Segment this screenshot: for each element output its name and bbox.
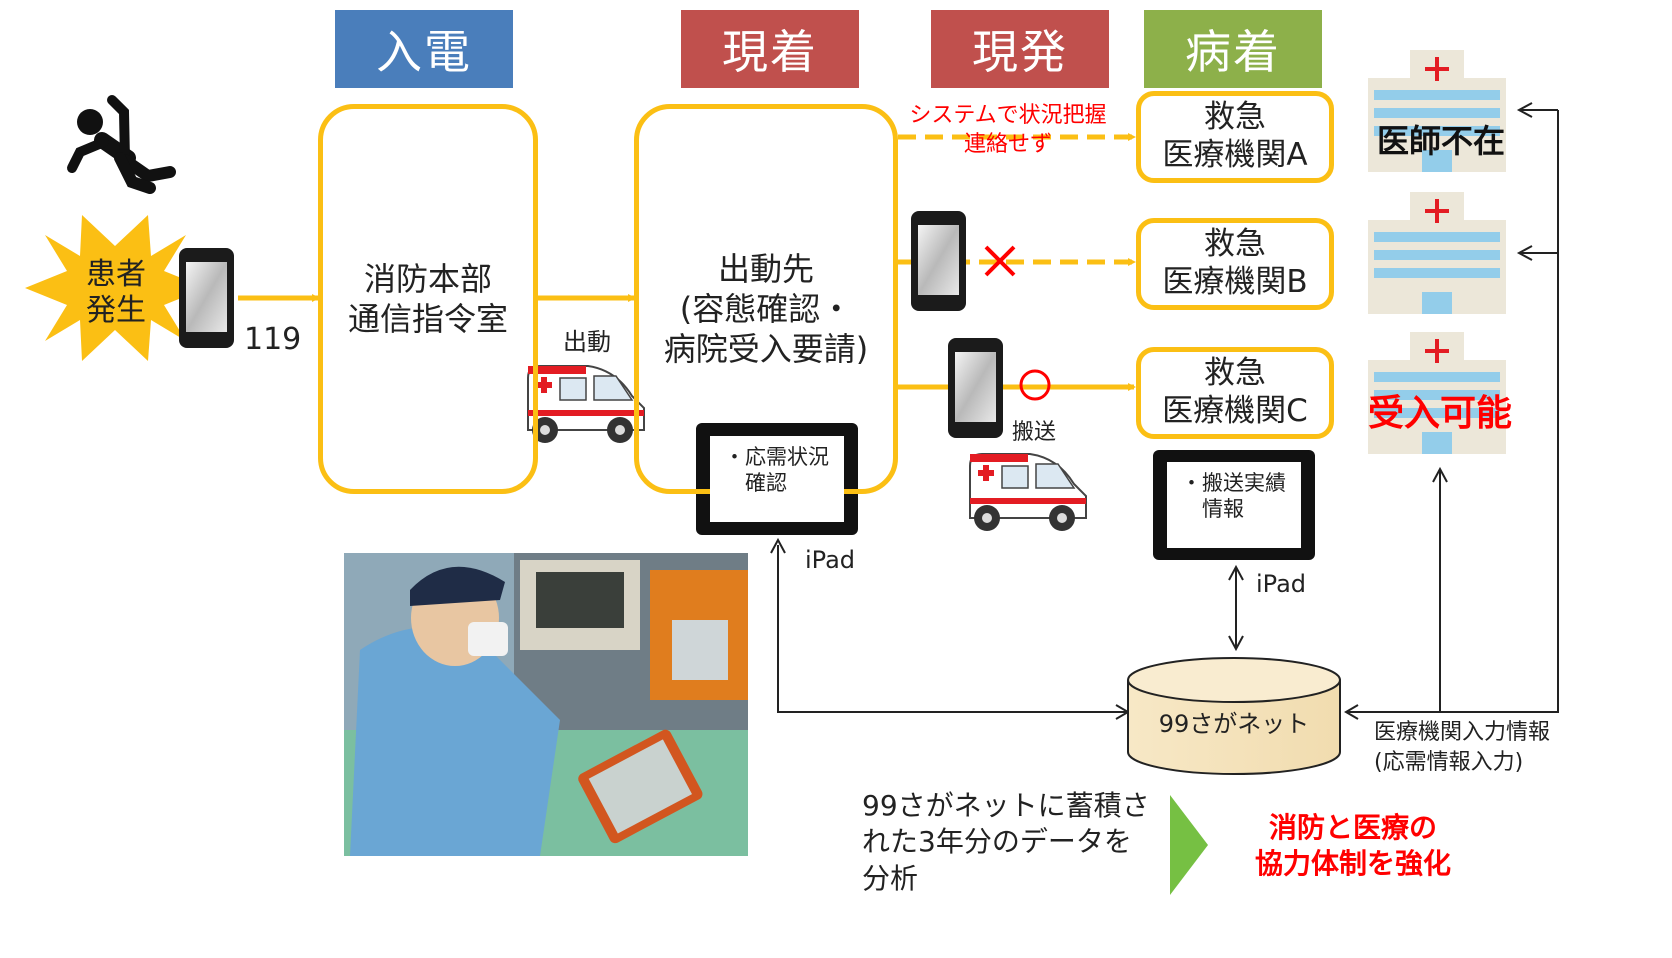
smartphone-icon <box>911 211 966 311</box>
connector-hospitals-db <box>1346 110 1559 713</box>
smartphone-icon <box>948 338 1003 438</box>
falling-person-icon <box>67 95 176 194</box>
hospital-c-status: 受入可能 <box>1367 393 1512 434</box>
conclusion-text: 消防と医療の 協力体制を強化 <box>1254 811 1451 881</box>
tablet-left-screen: ・応需状況 確認 <box>710 436 844 522</box>
ambulance-icon <box>969 453 1087 531</box>
hq-box: 消防本部 通信指令室 <box>318 104 538 494</box>
data-connectors <box>770 102 1559 720</box>
chevron-right-icon <box>1170 795 1208 895</box>
circle-ok-icon <box>1019 369 1051 401</box>
hq-label: 消防本部 通信指令室 <box>347 260 508 338</box>
hospital-a-status: 医師不在 <box>1376 122 1505 160</box>
hospital-b-box: 救急 医療機関B <box>1136 218 1334 310</box>
patient-label: 患者 発生 <box>86 257 146 328</box>
patient-starburst <box>25 215 206 361</box>
hospital-c-box: 救急 医療機関C <box>1136 347 1334 439</box>
phase-header-departure: 現発 <box>931 10 1109 88</box>
hospital-b-label: 救急 医療機関B <box>1162 226 1308 300</box>
hospital-c-label: 救急 医療機関C <box>1162 355 1308 429</box>
phase-header-call: 入電 <box>335 10 513 88</box>
hospital-building-icon <box>1368 50 1506 172</box>
tablet-right-caption: iPad <box>1256 570 1307 598</box>
tablet-right-screen: ・搬送実績 情報 <box>1167 462 1301 548</box>
database-icon <box>1127 657 1341 775</box>
hospital-a-box: 救急 医療機関A <box>1136 91 1334 183</box>
hospital-input-label: 医療機関入力情報 (応需情報入力) <box>1374 720 1551 775</box>
dispatch-label: 出動 <box>563 328 611 356</box>
phase-header-hospital: 病着 <box>1144 10 1322 88</box>
transport-label: 搬送 <box>1012 420 1057 445</box>
x-mark-icon <box>984 245 1016 277</box>
scene-label: 出動先 (容態確認・ 病院受入要請) <box>663 250 869 368</box>
database-label: 99さがネット <box>1158 710 1310 738</box>
analysis-text: 99さがネットに蓄積さ れた3年分のデータを 分析 <box>862 789 1150 895</box>
system-note: システムで状況把握 連絡せず <box>909 103 1107 157</box>
hospital-building-icon <box>1368 332 1506 454</box>
ambulance-icon <box>527 365 645 443</box>
hospital-a-label: 救急 医療機関A <box>1162 99 1308 173</box>
tablet-left-caption: iPad <box>805 546 856 574</box>
phase-header-arrival: 現着 <box>681 10 859 88</box>
call-number: 119 <box>244 322 302 357</box>
hospital-building-icon <box>1368 192 1506 314</box>
connector-left-tablet-db <box>777 545 1126 713</box>
smartphone-icon <box>179 248 234 348</box>
paramedic-photo <box>344 553 748 856</box>
